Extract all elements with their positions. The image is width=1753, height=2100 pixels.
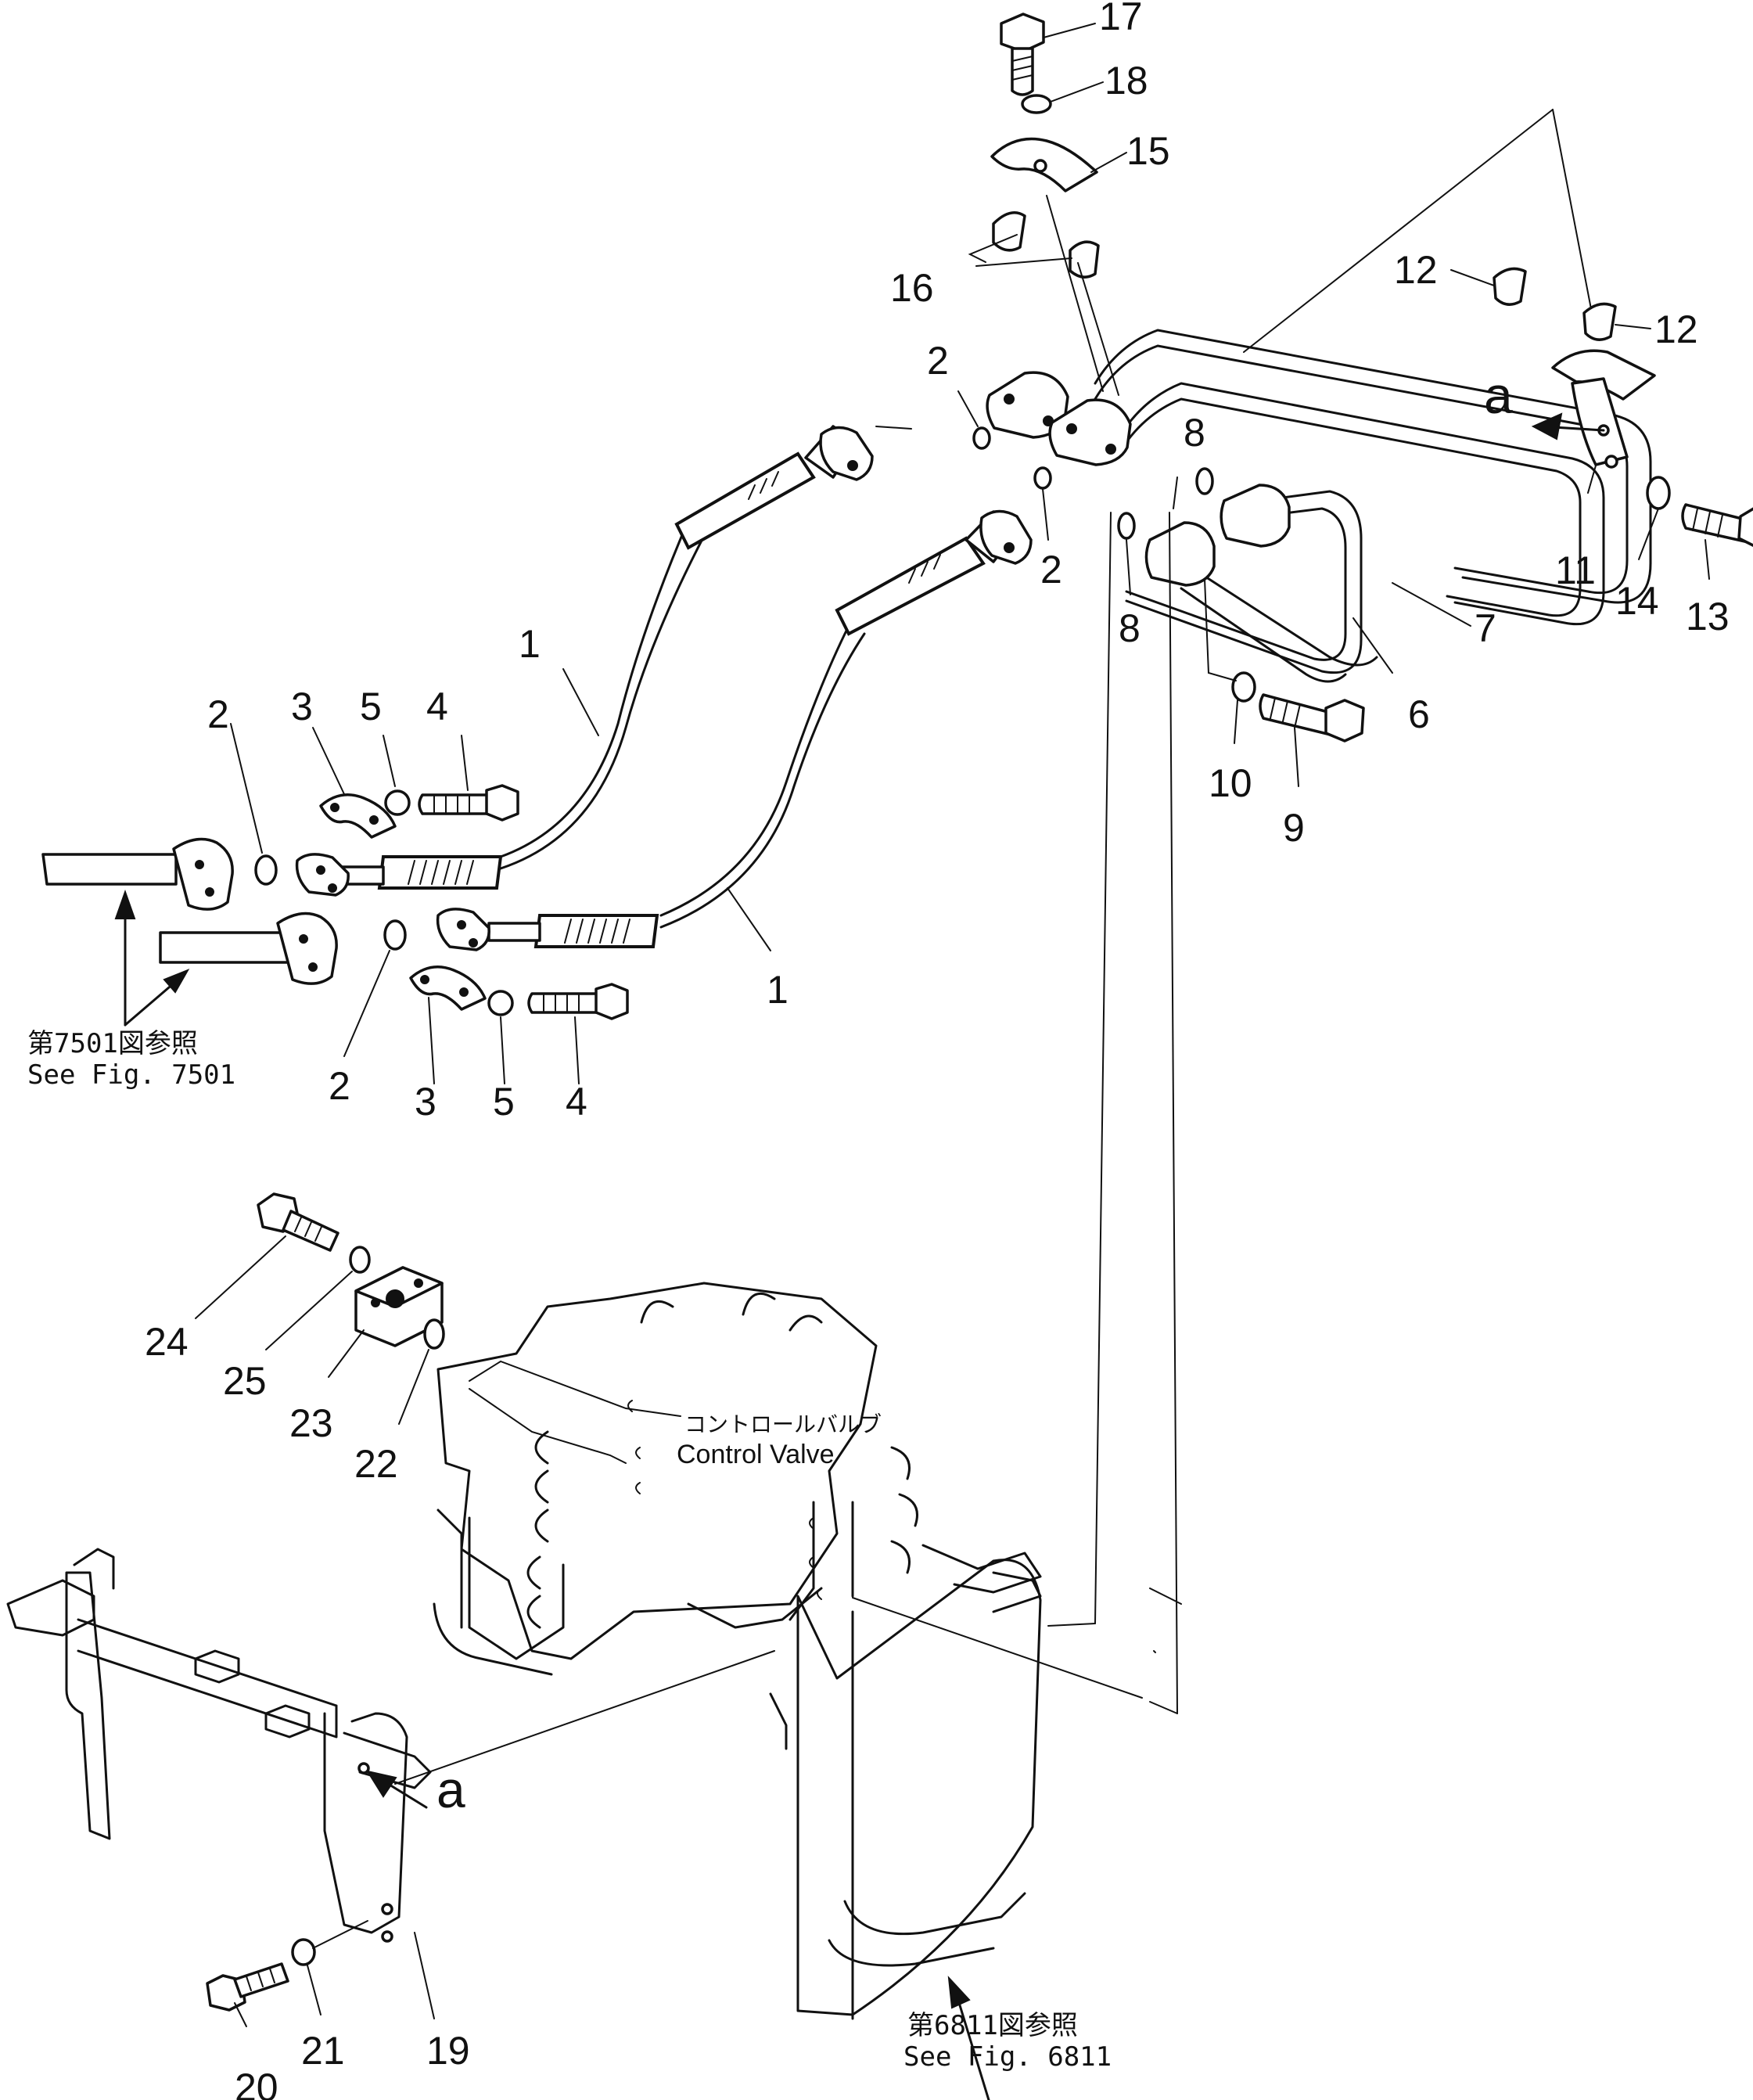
- note-fig-6811-jp: 第6811図参照: [907, 2010, 1078, 2041]
- hose-1-upper: [499, 425, 912, 870]
- split-flange-3: [319, 793, 487, 1011]
- hose-1-lower: [659, 509, 1033, 929]
- o-ring-22: [423, 1318, 445, 1350]
- label-13: 13: [1686, 595, 1730, 638]
- bolt-9: [1259, 693, 1365, 743]
- view-marker-a: a: [1484, 366, 1513, 424]
- arrow-a-bottom: [365, 1770, 428, 1809]
- label-19: 19: [426, 2029, 470, 2073]
- label-2: 2: [1040, 548, 1062, 592]
- washer-5: [487, 990, 514, 1016]
- label-7: 7: [1475, 606, 1496, 650]
- o-ring-2: [383, 919, 407, 951]
- label-25: 25: [223, 1359, 267, 1403]
- leaders-top: [968, 23, 1127, 396]
- pipe-assembly-6-7: [1094, 329, 1652, 683]
- bolt-20: [206, 1962, 289, 2012]
- flange-23: [354, 1266, 444, 1347]
- label-1: 1: [519, 622, 541, 666]
- label-5: 5: [493, 1080, 515, 1124]
- support-frame-fig-6811: [769, 1544, 1156, 2100]
- label-18: 18: [1105, 59, 1148, 102]
- leaders-mid: [957, 390, 1471, 787]
- label-2: 2: [207, 692, 229, 736]
- spacer-12: [1493, 267, 1617, 341]
- clamp-15: [990, 137, 1098, 192]
- note-fig-7501-en: See Fig. 7501: [27, 1059, 235, 1091]
- label-15: 15: [1126, 129, 1170, 173]
- label-4: 4: [566, 1080, 587, 1124]
- label-5: 5: [360, 685, 382, 728]
- bolt-17: [1000, 13, 1045, 96]
- label-4: 4: [426, 685, 448, 728]
- label-3: 3: [291, 685, 313, 728]
- leaders-hose: [562, 668, 771, 951]
- label-11: 11: [1555, 548, 1596, 592]
- arrow-a-top: [1531, 412, 1605, 440]
- label-17: 17: [1099, 0, 1143, 38]
- control-valve-label-jp: コントロールバルブ: [684, 1411, 882, 1437]
- label-6: 6: [1408, 692, 1430, 736]
- label-8: 8: [1184, 411, 1205, 455]
- label-14: 14: [1615, 579, 1659, 623]
- washer-10: [1231, 671, 1256, 703]
- bolt-4: [418, 784, 629, 1020]
- note-fig-7501-jp: 第7501図参照: [27, 1028, 198, 1059]
- reference-lines: [852, 109, 1593, 1714]
- washer-21: [291, 1938, 316, 1966]
- frame-bracket: [6, 1548, 432, 1943]
- label-24: 24: [145, 1320, 189, 1364]
- o-ring-8: [1195, 467, 1214, 495]
- o-ring-8: [1117, 512, 1136, 540]
- washer-18: [1021, 94, 1052, 114]
- label-9: 9: [1283, 806, 1305, 850]
- pipes-fig-7501: [41, 837, 338, 1027]
- bolt-24: [257, 1192, 339, 1252]
- pipe-flange: [986, 371, 1291, 587]
- control-valve-body: [433, 1282, 918, 1676]
- label-1: 1: [767, 968, 788, 1012]
- label-21: 21: [301, 2029, 345, 2073]
- reference-notes: 第7501図参照 See Fig. 7501 第6811図参照 See Fig.…: [27, 1028, 1112, 2073]
- label-10: 10: [1209, 761, 1252, 805]
- label-3: 3: [415, 1080, 436, 1124]
- leaders-bottom: [234, 1650, 775, 2027]
- label-2: 2: [329, 1064, 350, 1108]
- label-16: 16: [890, 266, 934, 310]
- o-ring-2: [254, 854, 278, 886]
- callout-labels: 1 1 2 2 2 2 3 3 4 4 5 5 6 7 8 8 9 10 11 …: [145, 0, 1730, 2100]
- control-valve-label-en: Control Valve: [677, 1440, 835, 1469]
- bracket-11: [1551, 349, 1656, 469]
- washer-14: [1646, 476, 1671, 510]
- leaders-lower-left: [195, 1235, 681, 1464]
- bolt-13: [1681, 503, 1753, 547]
- label-2: 2: [927, 339, 949, 383]
- note-fig-6811-en: See Fig. 6811: [903, 2041, 1112, 2073]
- view-marker-a: a: [436, 1760, 465, 1818]
- washer-5: [384, 789, 411, 816]
- label-23: 23: [289, 1401, 333, 1445]
- washer-25: [349, 1246, 371, 1274]
- leaders-left-flange: [230, 723, 580, 1084]
- label-20: 20: [235, 2066, 278, 2100]
- label-22: 22: [354, 1442, 398, 1486]
- hose-1-left-end: [295, 853, 659, 951]
- label-12: 12: [1654, 307, 1698, 351]
- spacer-16: [992, 211, 1100, 279]
- label-12: 12: [1394, 248, 1438, 292]
- leaders-right: [1450, 269, 1710, 580]
- label-8: 8: [1119, 606, 1141, 650]
